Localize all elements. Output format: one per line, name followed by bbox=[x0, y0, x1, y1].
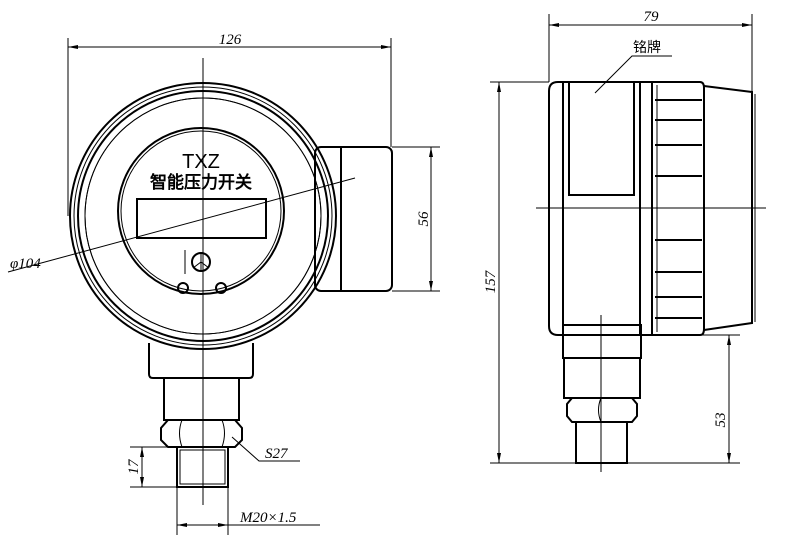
side-view: 79 铭牌 157 53 bbox=[483, 9, 766, 472]
lcd-display bbox=[136, 198, 267, 239]
dimension-126: 126 bbox=[67, 32, 392, 216]
front-view: TXZ 智能压力开关 126 φ104 56 bbox=[7, 32, 440, 535]
dimension-79: 79 bbox=[548, 9, 753, 92]
nameplate-callout: 铭牌 bbox=[594, 39, 672, 94]
svg-text:53: 53 bbox=[713, 413, 729, 428]
dimension-diameter: φ104 bbox=[7, 177, 356, 273]
svg-text:φ104: φ104 bbox=[10, 256, 41, 272]
hex-nut bbox=[160, 419, 243, 448]
thread-fitting bbox=[176, 446, 229, 488]
brand-text: TXZ bbox=[182, 151, 220, 173]
side-stem bbox=[563, 357, 641, 399]
product-title: 智能压力开关 bbox=[150, 172, 252, 193]
svg-text:17: 17 bbox=[126, 458, 142, 475]
dimension-56: 56 bbox=[392, 146, 440, 292]
dimension-157: 157 bbox=[483, 81, 740, 464]
dimension-s27: S27 bbox=[231, 436, 300, 462]
dial-face bbox=[117, 127, 285, 295]
svg-text:157: 157 bbox=[483, 269, 499, 293]
svg-text:铭牌: 铭牌 bbox=[633, 39, 661, 55]
body bbox=[548, 81, 653, 336]
logo-icon bbox=[184, 250, 211, 274]
button-right bbox=[215, 282, 227, 294]
side-neck bbox=[562, 324, 642, 359]
svg-text:S27: S27 bbox=[265, 446, 289, 462]
side-connection-box bbox=[314, 146, 393, 292]
side-hex bbox=[566, 397, 638, 423]
dimension-m20: M20×1.5 bbox=[176, 487, 320, 535]
svg-text:79: 79 bbox=[644, 9, 660, 25]
dimension-53: 53 bbox=[700, 334, 740, 463]
svg-text:126: 126 bbox=[219, 32, 242, 48]
stem bbox=[163, 377, 240, 421]
front-cap bbox=[703, 85, 753, 331]
nameplate bbox=[568, 81, 635, 196]
button-left bbox=[177, 282, 189, 294]
svg-text:56: 56 bbox=[416, 211, 432, 227]
dimension-17: 17 bbox=[126, 446, 177, 488]
svg-text:M20×1.5: M20×1.5 bbox=[239, 510, 297, 526]
